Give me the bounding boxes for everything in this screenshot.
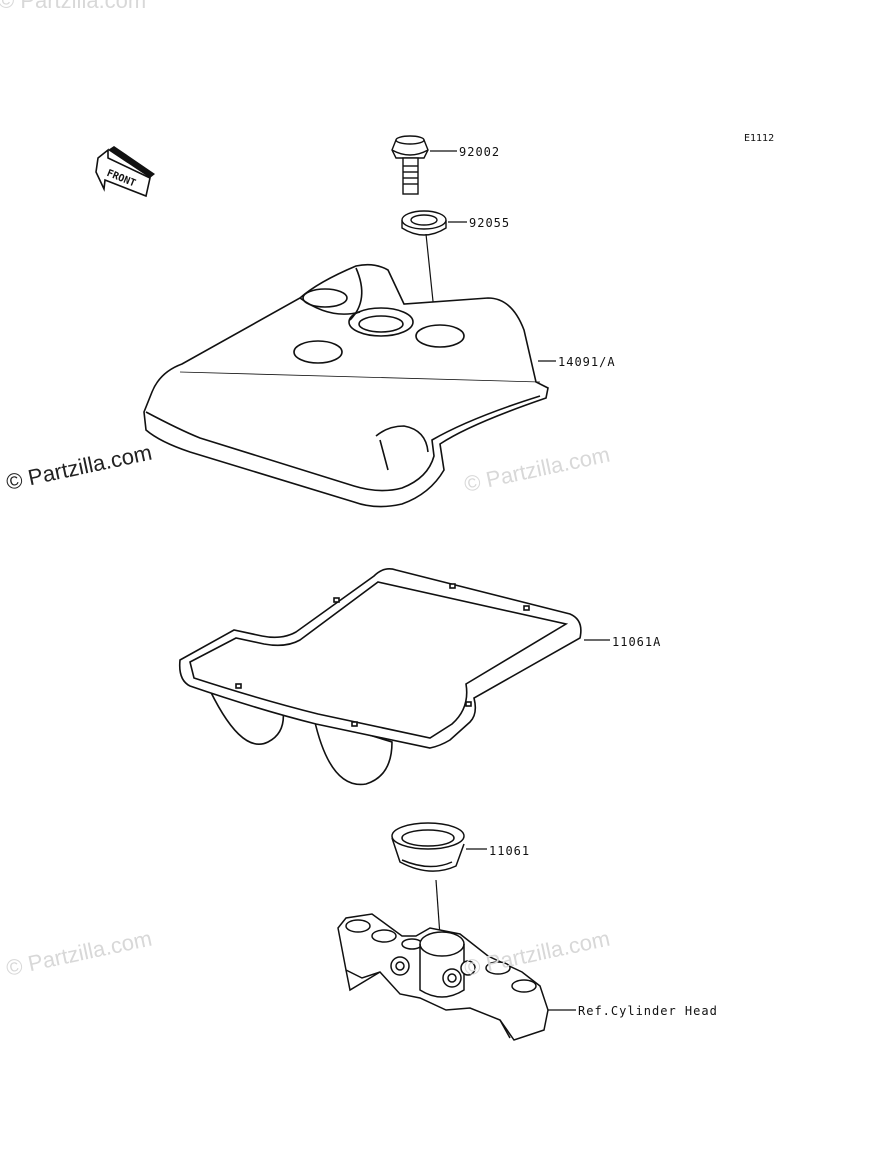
- plug-gasket-drawing: [391, 822, 465, 872]
- watermark: © Partzilla.com: [4, 440, 154, 495]
- watermark: © Partzilla.com: [462, 926, 612, 981]
- seal-92055-drawing: [401, 210, 447, 236]
- part-label-92055: 92055: [469, 216, 510, 230]
- watermark: © Partzilla.com: [4, 926, 154, 981]
- reference-label: Ref.Cylinder Head: [578, 1004, 718, 1018]
- bolt-92002-drawing: [391, 135, 429, 195]
- part-label-14091A: 14091/A: [558, 355, 616, 369]
- part-label-11061: 11061: [489, 844, 530, 858]
- cylinder-head-drawing: [337, 913, 549, 1041]
- watermark: © Partzilla.com: [0, 0, 146, 13]
- part-label-11061A: 11061A: [612, 635, 661, 649]
- leader-line: [435, 879, 441, 937]
- diagram-code: E1112: [744, 133, 774, 144]
- part-label-92002: 92002: [459, 145, 500, 159]
- cylinder-head-cover-drawing: [143, 263, 549, 508]
- front-arrow-icon: FRONT: [95, 146, 155, 198]
- cover-gasket-drawing: [178, 568, 582, 786]
- watermark: © Partzilla.com: [462, 442, 612, 497]
